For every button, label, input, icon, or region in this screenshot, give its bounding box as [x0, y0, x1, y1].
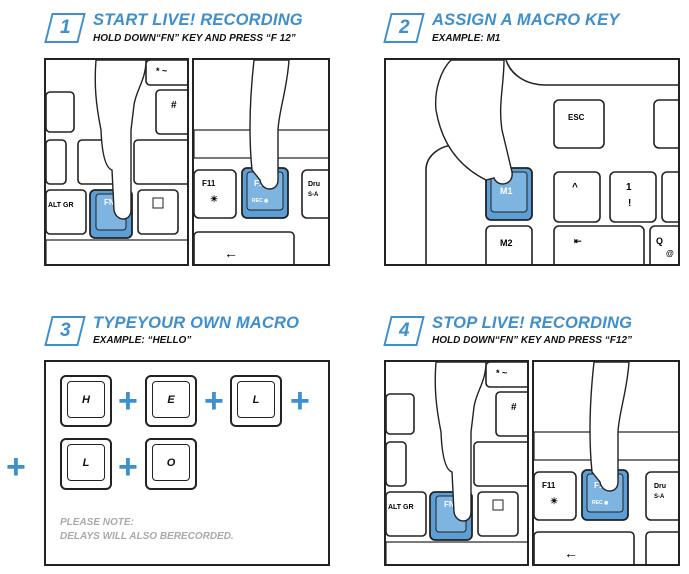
please-note-text: PLEASE NOTE: DELAYS WILL ALSO BERECORDED…	[60, 517, 234, 542]
excl-key-label: !	[628, 198, 631, 209]
m2-key-label: M2	[500, 238, 513, 248]
finger-illustration	[249, 60, 290, 190]
finger-illustration	[589, 362, 630, 492]
f11-key-label: F11	[202, 179, 216, 188]
svg-text:F11: F11	[542, 481, 556, 490]
svg-text:☀: ☀	[210, 194, 218, 204]
step-1-right-panel: F11 ☀ F12 REC ◉ Dru S-A ←	[192, 58, 330, 266]
plus-icon: +	[118, 448, 138, 486]
sa-key-label: S-A	[308, 192, 319, 198]
step-1-left-panel: * ~ # ALT GR FN	[44, 58, 189, 266]
step-4-number-badge: 4	[383, 316, 425, 346]
finger-illustration	[94, 60, 147, 220]
step-1-number-badge: 1	[44, 13, 86, 43]
step-2-subtitle: EXAMPLE: M1	[432, 33, 501, 44]
alt-gr-key-label: ALT GR	[48, 202, 74, 209]
svg-text:#: #	[511, 402, 517, 413]
step-4-subtitle: HOLD DOWN“FN” KEY AND PRESS “F12”	[432, 335, 633, 346]
m1-key-label: M1	[500, 186, 513, 196]
svg-text:←: ←	[224, 245, 238, 261]
step-4-left-panel: * ~ # ALT GR FN	[384, 360, 529, 566]
fn-key-label: FN	[104, 198, 115, 207]
svg-text:S-A: S-A	[654, 494, 665, 500]
one-key-label: 1	[626, 182, 632, 193]
macro-key-l: L	[230, 375, 282, 427]
svg-text:REC ◉: REC ◉	[592, 500, 609, 506]
step-2-title: ASSIGN A MACRO KEY	[432, 11, 620, 29]
svg-text:FN: FN	[444, 500, 455, 509]
finger-illustration	[434, 362, 487, 522]
svg-text:ALT GR: ALT GR	[388, 504, 414, 511]
step-1-title: START LIVE! RECORDING	[93, 11, 303, 29]
step-3-subtitle: EXAMPLE: “HELLO”	[93, 335, 192, 346]
q-key-label: Q	[656, 236, 663, 246]
at-key-label: @	[666, 249, 674, 258]
dru-key-label: Dru	[308, 181, 320, 188]
caret-key-label: ^	[572, 182, 578, 193]
plus-icon: +	[6, 448, 26, 486]
macro-key-l-2: L	[60, 438, 112, 490]
star-key-label: * ~	[156, 66, 167, 76]
plus-icon: +	[204, 382, 224, 420]
rec-indicator-label: REC ◉	[252, 198, 269, 204]
step-2-panel: ESC M1 ^ 1 ! M2 ⇤ Q @	[384, 58, 680, 266]
step-4-right-panel: F11 ☀ F12 REC ◉ Dru S-A ←	[532, 360, 680, 566]
svg-text:* ~: * ~	[496, 368, 507, 378]
svg-text:←: ←	[564, 545, 578, 561]
macro-key-h: H	[60, 375, 112, 427]
step-2-number-badge: 2	[383, 13, 425, 43]
step-1-subtitle: HOLD DOWN“FN” KEY AND PRESS “F 12”	[93, 33, 296, 44]
finger-illustration	[434, 60, 513, 185]
esc-key-label: ESC	[568, 113, 585, 122]
svg-text:☀: ☀	[550, 496, 558, 506]
macro-key-o: O	[145, 438, 197, 490]
step-4-title: STOP LIVE! RECORDING	[432, 314, 633, 332]
plus-icon: +	[118, 382, 138, 420]
plus-icon: +	[290, 382, 310, 420]
step-3-title: TYPEYOUR OWN MACRO	[93, 314, 300, 332]
hash-key-label: #	[171, 100, 177, 111]
svg-text:⇤: ⇤	[574, 236, 582, 246]
macro-key-e: E	[145, 375, 197, 427]
svg-text:Dru: Dru	[654, 483, 666, 490]
step-3-number-badge: 3	[44, 316, 86, 346]
